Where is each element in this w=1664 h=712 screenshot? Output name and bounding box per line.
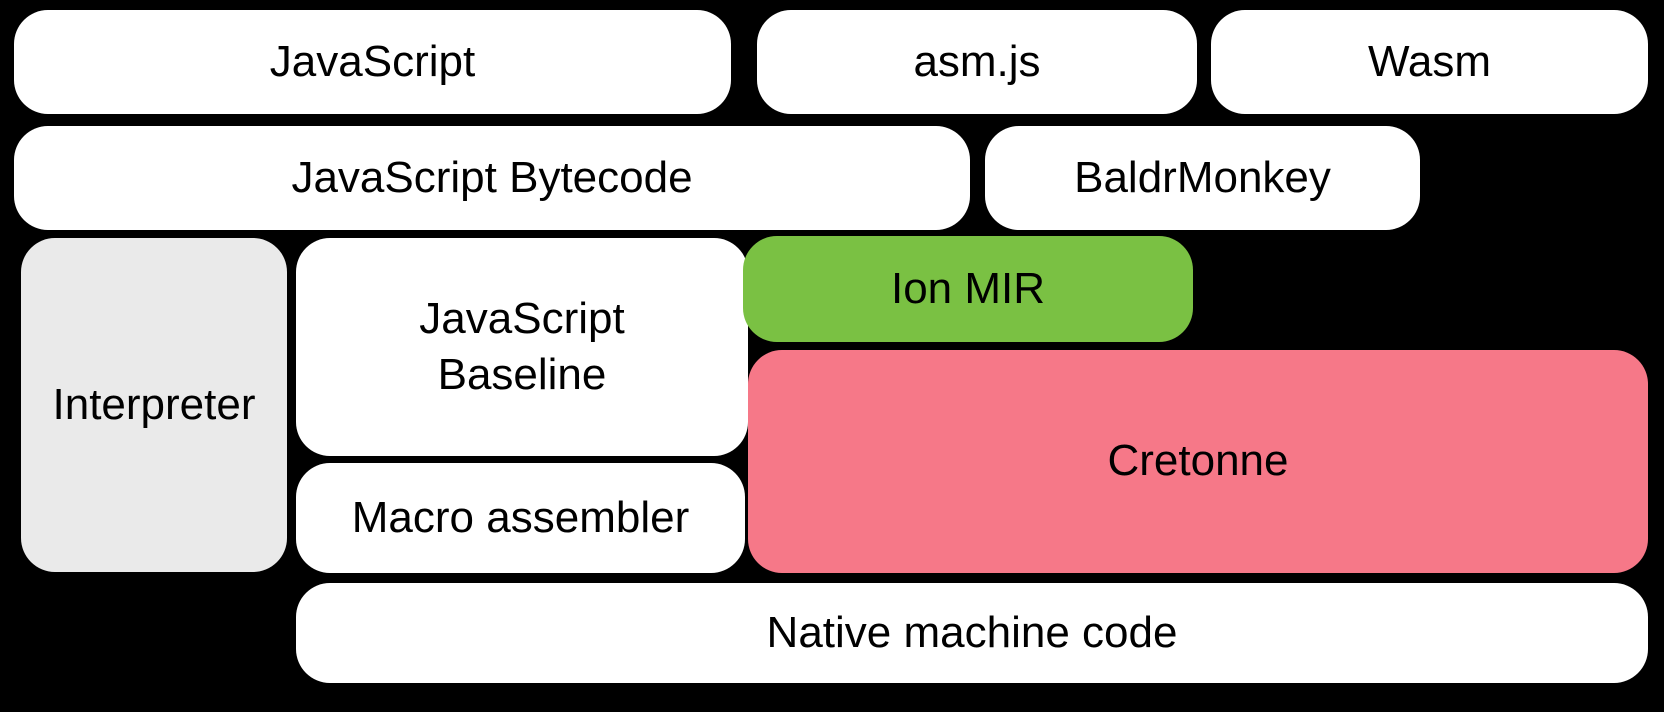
box-macro-assembler-label: Macro assembler xyxy=(351,492,690,542)
box-javascript-baseline: JavaScript Baseline xyxy=(296,238,748,456)
box-asmjs-label: asm.js xyxy=(913,36,1041,86)
box-ion-mir-label: Ion MIR xyxy=(890,263,1046,313)
box-cretonne-label: Cretonne xyxy=(1107,436,1289,486)
box-native-machine-code-label: Native machine code xyxy=(766,607,1178,657)
box-wasm-label: Wasm xyxy=(1367,36,1492,86)
box-cretonne: Cretonne xyxy=(748,350,1648,573)
box-interpreter: Interpreter xyxy=(21,238,287,572)
box-javascript-bytecode: JavaScript Bytecode xyxy=(14,126,970,230)
box-baldrmonkey: BaldrMonkey xyxy=(985,126,1420,230)
box-asmjs: asm.js xyxy=(757,10,1197,114)
box-javascript-label: JavaScript xyxy=(269,36,476,86)
box-javascript-baseline-label: JavaScript Baseline xyxy=(419,293,625,399)
box-javascript-bytecode-label: JavaScript Bytecode xyxy=(291,152,693,202)
box-wasm: Wasm xyxy=(1211,10,1648,114)
box-interpreter-label: Interpreter xyxy=(52,379,256,429)
box-macro-assembler: Macro assembler xyxy=(296,463,745,573)
box-baldrmonkey-label: BaldrMonkey xyxy=(1074,152,1331,202)
box-native-machine-code: Native machine code xyxy=(296,583,1648,683)
box-ion-mir: Ion MIR xyxy=(743,236,1193,342)
box-javascript: JavaScript xyxy=(14,10,731,114)
